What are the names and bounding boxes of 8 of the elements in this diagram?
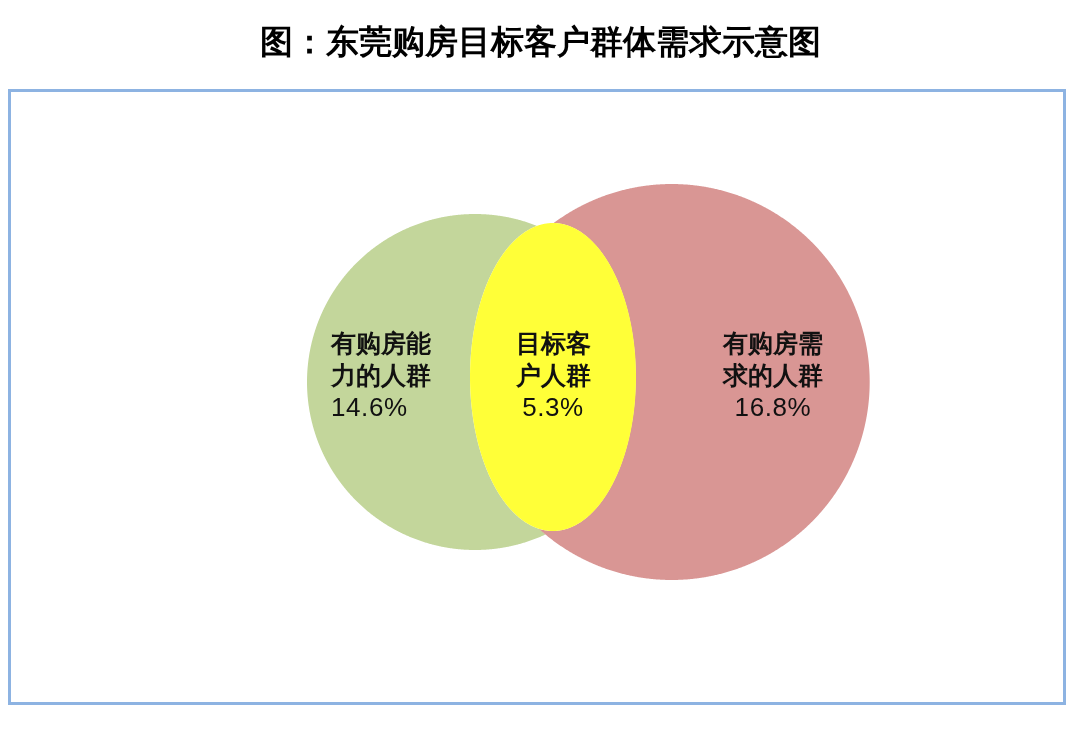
group-label: 目标客户人群	[514, 328, 592, 391]
group-label: 有购房能力的人群	[331, 328, 432, 391]
group-label: 有购房需求的人群	[721, 328, 824, 391]
diagram-title: 图：东莞购房目标客户群体需求示意图	[259, 22, 821, 62]
percentage-label: 5.3%	[522, 391, 584, 423]
chart-frame	[8, 89, 1066, 705]
percentage-label: 14.6%	[331, 391, 408, 423]
percentage-label: 16.8%	[734, 391, 812, 423]
